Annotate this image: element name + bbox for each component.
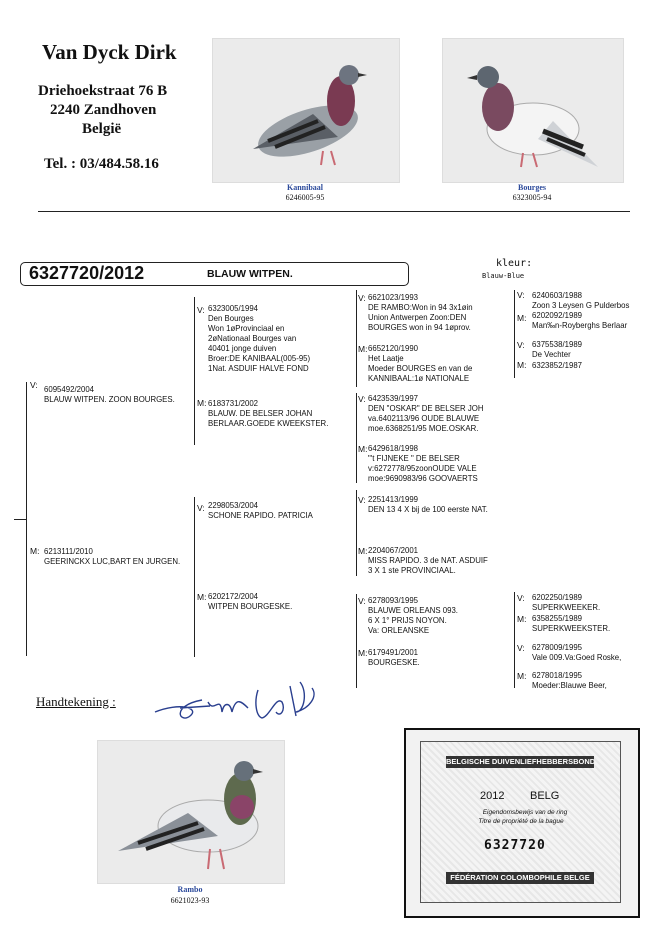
certificate-line1: Eigendomsbewijs van de ring [482, 809, 568, 816]
g4-a1-entry: 6240603/1988 Zoon 3 Leysen G Pulderbos [532, 290, 630, 310]
dam-tag: M: [30, 546, 40, 556]
pedigree-connector [26, 382, 27, 656]
main-pigeon-box [20, 262, 409, 286]
main-ring-number: 6327720/2012 [29, 263, 145, 283]
ds-entry: 2298053/2004 SCHONE RAPIDO. PATRICIA [208, 500, 313, 520]
caption-rambo-ring: 6621023-93 [170, 896, 210, 905]
pedigree-connector [356, 290, 357, 387]
certificate-ring-number: 6327720 [484, 838, 546, 853]
dd-entry: 6202172/2004 WITPEN BOURGESKE. [208, 591, 293, 611]
sds-entry: 6423539/1997 DEN "OSKAR" DE BELSER JOH v… [368, 393, 484, 433]
certificate-org-bottom: FÉDÉRATION COLOMBOPHILE BELGE [446, 872, 594, 884]
dsd-tag: M: [358, 546, 368, 556]
g4-b1-tag: V: [517, 340, 525, 350]
ssd-tag: M: [358, 344, 368, 354]
dd-tag: M: [197, 592, 207, 602]
certificate-country: BELG [530, 790, 560, 802]
g4-a2-tag: M: [517, 313, 527, 323]
pedigree-connector [356, 490, 357, 576]
sd-tag: M: [197, 398, 207, 408]
pedigree-connector [514, 290, 515, 378]
owner-phone: Tel. : 03/484.58.16 [44, 156, 159, 172]
sds-tag: V: [358, 394, 366, 404]
certificate-year: 2012 [480, 790, 505, 802]
sdd-entry: 6429618/1998 "'t FIJNEKE " DE BELSER v:6… [368, 443, 478, 483]
g4-b1-entry: 6375538/1989 De Vechter [532, 339, 583, 359]
pedigree-connector [14, 519, 26, 520]
pigeon-photo-kannibaal [212, 38, 400, 183]
dss-tag: V: [358, 495, 366, 505]
kleur-label: kleur: [496, 258, 533, 269]
g4-b2-tag: M: [517, 360, 527, 370]
sire-entry: 6095492/2004 BLAUW WITPEN. ZOON BOURGES. [44, 384, 175, 404]
pedigree-connector [356, 594, 357, 688]
ds-tag: V: [197, 503, 205, 513]
header-divider [38, 211, 630, 212]
pigeon-photo-rambo [97, 740, 285, 884]
caption-kannibaal-ring: 6246005-95 [285, 193, 325, 202]
g4-a2-entry: 6202092/1989 Man‰n-Royberghs Berlaar [532, 310, 628, 330]
caption-bourges-ring: 6323005-94 [512, 193, 552, 202]
g4-d1-entry: 6278009/1995 Vale 009.Va:Goed Roske, [532, 642, 622, 662]
g4-d2-tag: M: [517, 671, 527, 681]
dsd-entry: 2204067/2001 MISS RAPIDO. 3 de NAT. ASDU… [368, 545, 488, 575]
g4-d2-entry: 6278018/1995 Moeder:Blauwe Beer, [532, 670, 607, 690]
caption-kannibaal-name: Kannibaal [286, 183, 323, 192]
owner-street: Driehoekstraat 76 B [38, 83, 168, 99]
signature-label: Handtekening : [36, 694, 116, 709]
owner-name: Van Dyck Dirk [42, 40, 177, 64]
pigeon-photo-bourges [442, 38, 624, 183]
owner-city: 2240 Zandhoven [50, 102, 157, 118]
g4-c1-tag: V: [517, 593, 525, 603]
ssd-entry: 6652120/1990 Het Laatje Moeder BOURGES e… [368, 343, 473, 383]
pedigree-connector [194, 497, 195, 657]
sd-entry: 6183731/2002 BLAUW. DE BELSER JOHAN BERL… [208, 398, 329, 428]
caption-bourges-name: Bourges [518, 183, 546, 192]
sss-entry: 6621023/1993 DE RAMBO:Won in 94 3x1øin U… [368, 292, 473, 332]
dds-tag: V: [358, 596, 366, 606]
sss-tag: V: [358, 293, 366, 303]
main-color: BLAUW WITPEN. [207, 268, 293, 280]
g4-c1-entry: 6202250/1989 SUPERKWEEKER. [532, 592, 601, 612]
ss-tag: V: [197, 305, 205, 315]
dss-entry: 2251413/1999 DEN 13 4 X bij de 100 eerst… [368, 494, 488, 514]
g4-a1-tag: V: [517, 290, 525, 300]
kleur-value: Blauw-Blue [482, 272, 525, 280]
certificate-org-top: BELGISCHE DUIVENLIEFHEBBERSBOND [446, 756, 594, 768]
g4-c2-tag: M: [517, 614, 527, 624]
g4-c2-entry: 6358255/1989 SUPERKWEEKSTER. [532, 613, 611, 633]
caption-rambo-name: Rambo [177, 885, 203, 894]
pedigree-connector [514, 592, 515, 688]
dam-entry: 6213111/2010 GEERINCKX LUC,BART EN JURGE… [44, 546, 181, 566]
dds-entry: 6278093/1995 BLAUWE ORLEANS 093. 6 X 1° … [368, 595, 458, 635]
handwritten-signature [154, 681, 315, 719]
ddd-tag: M: [358, 648, 368, 658]
g4-d1-tag: V: [517, 643, 525, 653]
sdd-tag: M: [358, 444, 368, 454]
sire-tag: V: [30, 380, 38, 390]
pedigree-connector [194, 297, 195, 445]
ss-entry: 6323005/1994 Den Bourges Won 1øProvincia… [208, 303, 311, 373]
g4-b2-entry: 6323852/1987 [532, 360, 583, 370]
owner-country: België [82, 121, 122, 137]
pedigree-connector [356, 393, 357, 483]
certificate-line2: Titre de propriété de la bague [478, 818, 564, 825]
ddd-entry: 6179491/2001 BOURGESKE. [368, 647, 420, 667]
